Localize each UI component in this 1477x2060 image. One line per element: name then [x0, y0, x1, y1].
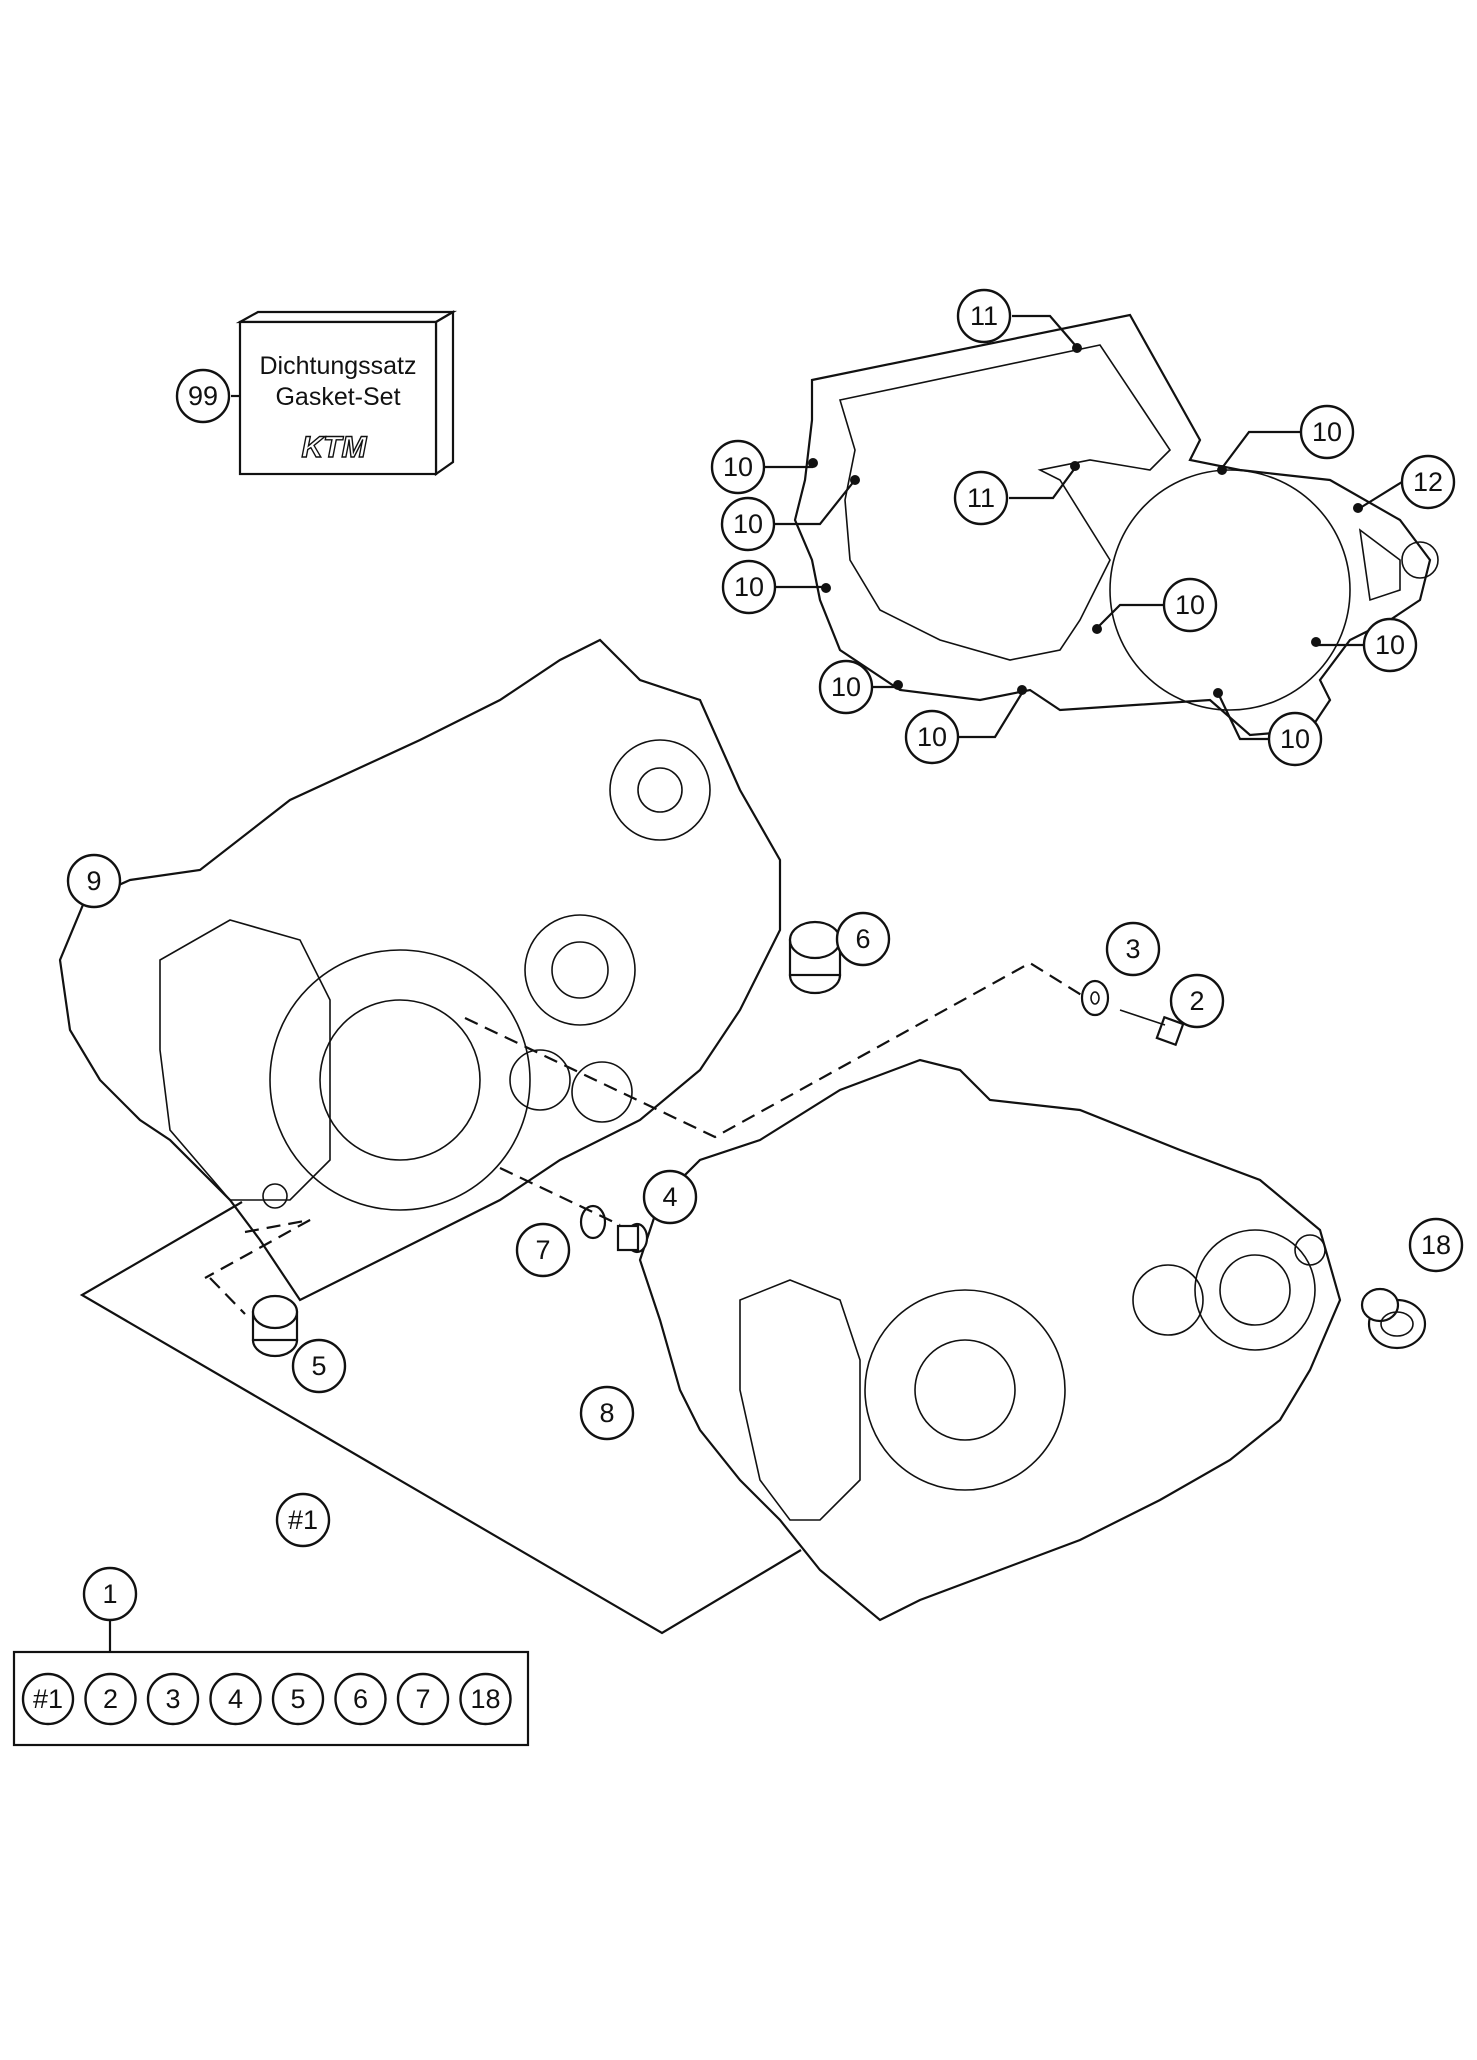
callout-10-i-label: 10 [1280, 724, 1310, 754]
left-crankcase-half [58, 638, 782, 1302]
callout-2: 2 [1169, 973, 1225, 1029]
kit-item-label: 4 [228, 1684, 243, 1714]
ktm-logo: KTM [302, 431, 368, 464]
callout-1-label: 1 [102, 1579, 117, 1609]
kit-item-circle [459, 1672, 512, 1726]
callout-9-label: 9 [86, 866, 101, 896]
leader-lines [108, 314, 1403, 1652]
callout-assembly-1-label: #1 [288, 1505, 318, 1535]
callout-10-b: 10 [720, 496, 776, 552]
callout-10-i: 10 [1267, 711, 1323, 767]
kit-item: 18 [459, 1672, 512, 1726]
callout-2-label: 2 [1189, 986, 1204, 1016]
callout-9: 9 [66, 853, 122, 909]
screw-4 [616, 1222, 649, 1254]
callout-assembly-1: #1 [275, 1492, 331, 1548]
kit-item-label: 7 [415, 1684, 430, 1714]
kit-box-line2: Gasket-Set [275, 383, 400, 411]
callout-6: 6 [835, 911, 891, 967]
callout-18-label: 18 [1421, 1230, 1451, 1260]
plug-18 [1360, 1287, 1427, 1350]
callout-10-a-label: 10 [723, 452, 753, 482]
callout-10-f: 10 [1362, 617, 1418, 673]
callout-11-mid-label: 11 [967, 483, 995, 513]
callout-5: 5 [291, 1338, 347, 1394]
assembly-group-bracket [79, 1201, 802, 1635]
callout-10-f-label: 10 [1375, 630, 1405, 660]
crankcase-gasket [793, 313, 1439, 737]
assembly-lines [204, 961, 1084, 1315]
screw-2 [1119, 1009, 1185, 1047]
callout-5-label: 5 [311, 1351, 326, 1381]
kit-item: 5 [271, 1672, 325, 1726]
callout-4-label: 4 [662, 1182, 677, 1212]
callout-10-a: 10 [710, 439, 766, 495]
kit-item-label: #1 [33, 1684, 63, 1714]
callout-99: 99 [175, 368, 231, 424]
kit-item: 3 [146, 1672, 200, 1726]
callout-10-d-label: 10 [1312, 417, 1342, 447]
kit-item-circle [21, 1672, 75, 1726]
callout-10-b-label: 10 [733, 509, 763, 539]
kit-item: #1 [21, 1672, 75, 1726]
callout-1: 1 [82, 1566, 138, 1622]
callout-12-label: 12 [1413, 467, 1443, 497]
kit-item-circle [396, 1672, 450, 1726]
callout-18: 18 [1408, 1217, 1464, 1273]
callout-11-top-label: 11 [970, 301, 998, 331]
bushing-6 [788, 920, 842, 995]
callout-6-label: 6 [855, 924, 870, 954]
callout-10-g-label: 10 [831, 672, 861, 702]
kit-item-circle [334, 1672, 387, 1726]
kit-item-label: 5 [290, 1684, 305, 1714]
callout-10-h-label: 10 [917, 722, 947, 752]
kit-item-circle [146, 1672, 200, 1726]
kit-box-line1: Dichtungssatz [259, 352, 416, 380]
callout-99-label: 99 [188, 381, 218, 411]
callout-11-top: 11 [956, 288, 1012, 344]
kit-item-circle [271, 1672, 325, 1726]
kit-item-circle [84, 1672, 137, 1726]
dowel-5 [251, 1294, 299, 1358]
callout-8-label: 8 [599, 1398, 614, 1428]
kit-item-label: 18 [470, 1684, 500, 1714]
callout-11-mid: 11 [953, 470, 1009, 526]
callout-7-label: 7 [535, 1235, 550, 1265]
callout-10-e: 10 [1162, 577, 1218, 633]
callout-10-g: 10 [818, 659, 874, 715]
right-crankcase-half [638, 1058, 1342, 1622]
callout-10-h: 10 [904, 709, 960, 765]
kit-contents-list: #1 2 3 4 5 6 7 18 [21, 1672, 512, 1726]
callout-10-d: 10 [1299, 404, 1355, 460]
callout-10-c-label: 10 [734, 572, 764, 602]
kit-item-label: 3 [165, 1684, 180, 1714]
washer-3 [1080, 979, 1110, 1017]
kit-item-label: 2 [103, 1684, 118, 1714]
callout-7: 7 [515, 1222, 571, 1278]
washer-7 [579, 1204, 607, 1240]
kit-item: 4 [209, 1672, 262, 1726]
kit-item: 6 [334, 1672, 387, 1726]
kit-item-label: 6 [353, 1684, 368, 1714]
callout-3-label: 3 [1125, 934, 1140, 964]
callout-10-c: 10 [721, 559, 777, 615]
callout-4: 4 [642, 1169, 698, 1225]
kit-item: 2 [84, 1672, 137, 1726]
callout-8: 8 [579, 1385, 635, 1441]
callout-10-e-label: 10 [1175, 590, 1205, 620]
callout-12: 12 [1400, 454, 1456, 510]
gasket-kit-box: Dichtungssatz Gasket-Set KTM [235, 310, 458, 477]
callout-3: 3 [1105, 921, 1161, 977]
kit-item: 7 [396, 1672, 450, 1726]
kit-item-circle [209, 1672, 262, 1726]
